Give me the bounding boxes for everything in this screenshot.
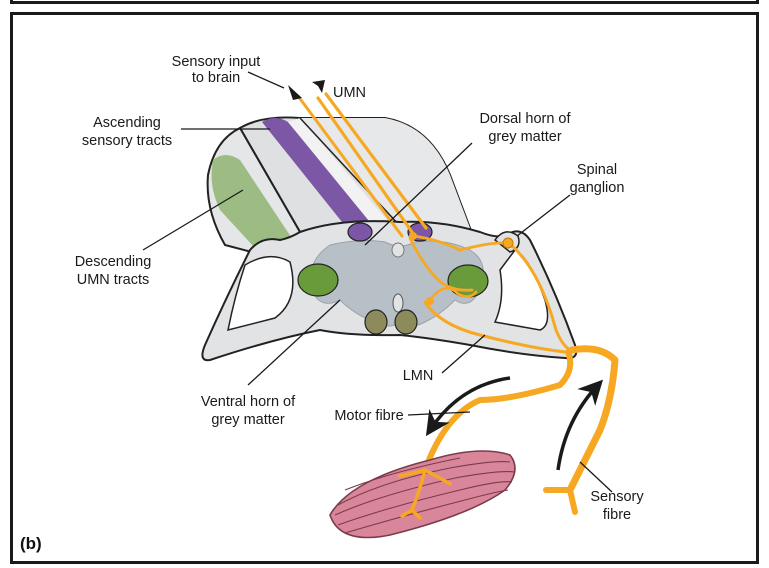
ascending-sensory-tract xyxy=(262,118,378,236)
label-lmn: LMN xyxy=(403,368,434,384)
label-ventral-horn: Ventral horn of xyxy=(201,394,296,410)
labels: Sensory input to brain UMN Ascending sen… xyxy=(20,54,644,553)
label-sensory-fibre: Sensory xyxy=(590,489,644,505)
leader-lines xyxy=(142,71,613,493)
sensory-direction-arrow xyxy=(556,379,604,471)
lateral-tract-right xyxy=(447,264,489,298)
label-ascending: Ascending xyxy=(93,115,161,131)
sensory-input-arrowhead xyxy=(288,85,302,100)
panel-label: (b) xyxy=(20,534,42,553)
label-spinal-ganglion: Spinal xyxy=(577,162,617,178)
muscle-bundle xyxy=(329,450,516,539)
label-motor-fibre: Motor fibre xyxy=(334,408,403,424)
cross-section xyxy=(201,220,578,362)
label-ventral-horn-line2: grey matter xyxy=(211,412,284,428)
label-dorsal-horn: Dorsal horn of xyxy=(479,111,571,127)
label-spinal-ganglion-line2: ganglion xyxy=(570,180,625,196)
label-sensory-fibre-line2: fibre xyxy=(603,507,631,523)
top-frame-edge xyxy=(10,0,759,4)
nerve-pathways xyxy=(296,92,619,515)
umn-arrowhead xyxy=(312,80,325,93)
label-sensory-input: Sensory input xyxy=(172,54,261,70)
lateral-tract-left xyxy=(297,263,339,297)
motor-direction-arrow xyxy=(425,376,511,437)
ventral-nucleus-left xyxy=(364,309,388,335)
label-umn: UMN xyxy=(333,85,366,101)
dorsal-nucleus-left xyxy=(347,222,373,242)
label-descending-line2: UMN tracts xyxy=(77,272,150,288)
label-ascending-line2: sensory tracts xyxy=(82,133,172,149)
label-descending: Descending xyxy=(75,254,152,270)
label-dorsal-horn-line2: grey matter xyxy=(488,129,561,145)
ventral-nucleus-right xyxy=(394,309,418,335)
label-sensory-input-line2: to brain xyxy=(192,70,240,86)
